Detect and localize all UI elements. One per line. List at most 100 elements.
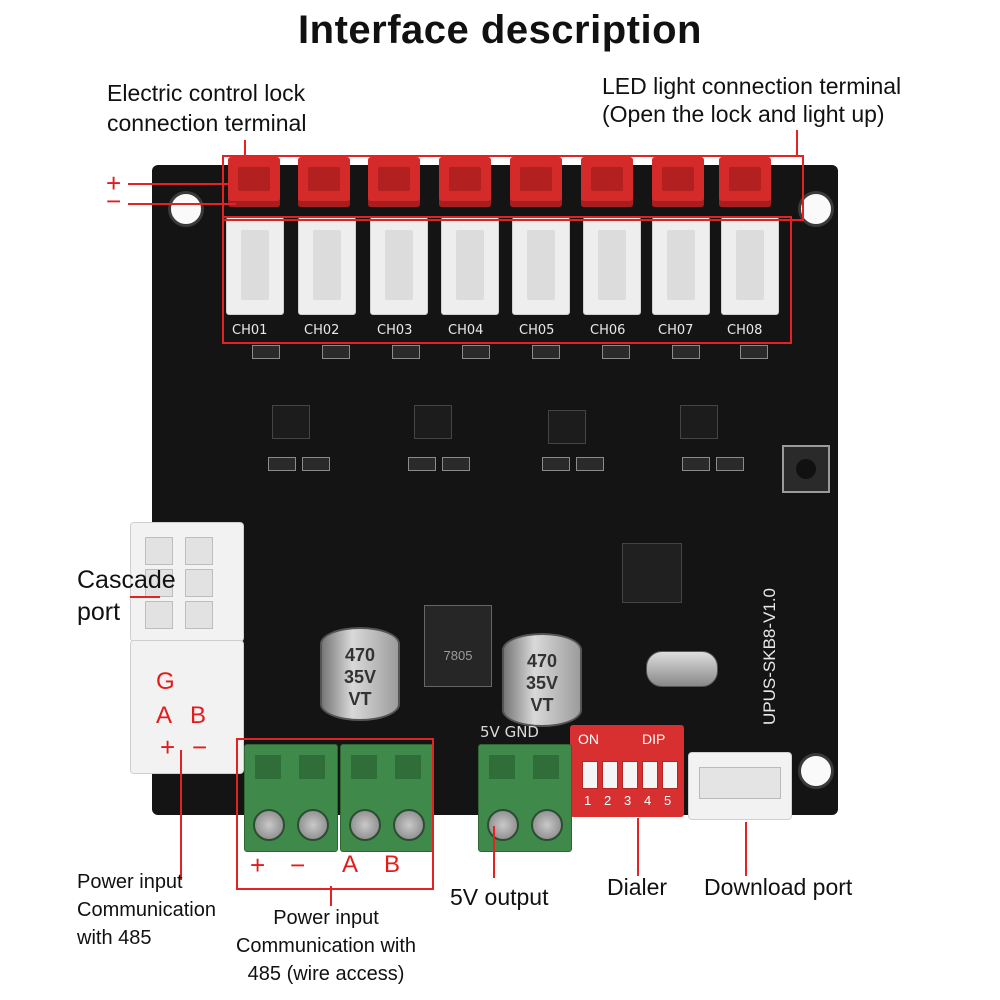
polarity-plus: +: [106, 168, 122, 198]
polarity-minus: −: [106, 186, 122, 216]
ic-q2: [414, 405, 452, 439]
smd-part: [322, 345, 350, 359]
terminal-power: [244, 744, 338, 852]
label-power-input-left-line3: with 485: [77, 927, 152, 949]
button-cap: [796, 459, 816, 479]
smd-part: [740, 345, 768, 359]
lock-connector-5: [512, 217, 570, 315]
dip-number-2: 2: [604, 793, 612, 808]
power-center-pointer: [330, 886, 332, 906]
label-power-input-left-line2: Communication: [77, 899, 216, 921]
download-pointer: [745, 822, 747, 876]
label-led-terminal-line1: LED light connection terminal: [602, 73, 902, 99]
label-dialer: Dialer: [607, 874, 668, 900]
label-power-input-center-line2: Communication with: [235, 935, 417, 957]
ic-q3: [548, 410, 586, 444]
dip-number-4: 4: [644, 793, 652, 808]
port-pin-plus: +: [160, 732, 176, 762]
dip-switch-5[interactable]: [662, 761, 678, 789]
smd-part: [672, 345, 700, 359]
channel-label-6: CH06: [590, 323, 626, 338]
dip-switch-4[interactable]: [642, 761, 658, 789]
terminal-485: [340, 744, 434, 852]
dip-switch-2[interactable]: [602, 761, 618, 789]
terminal-mark-a: A: [342, 851, 359, 878]
smd-part: [602, 345, 630, 359]
screw-icon: [393, 809, 425, 841]
channel-label-3: CH03: [377, 323, 413, 338]
page-title: Interface description: [298, 8, 702, 52]
label-cascade-line2: port: [77, 598, 121, 626]
cap2-voltage: 35V: [525, 673, 559, 693]
smd-part: [682, 457, 710, 471]
label-power-input-left: Power input Communication with 485: [77, 868, 216, 952]
download-port-pins: [699, 767, 781, 799]
polarity-plus-line: [128, 183, 236, 185]
power-port-block: [130, 640, 244, 774]
reset-button[interactable]: [782, 445, 830, 493]
lock-connector-7: [652, 217, 710, 315]
terminal-mark-minus: −: [290, 850, 306, 880]
lock-connector-4: [441, 217, 499, 315]
label-led-terminal: LED light connection terminal (Open the …: [602, 72, 901, 128]
dip-number-1: 1: [584, 793, 592, 808]
download-port-connector: [688, 752, 792, 820]
port-pin-b: B: [190, 702, 207, 729]
smd-part: [716, 457, 744, 471]
cap1-value: 470: [344, 645, 376, 665]
power-terminal-box: [236, 738, 434, 890]
label-power-input-center-line3: 485 (wire access): [247, 963, 405, 985]
lock-terminal-box: [222, 216, 792, 344]
dip-switch-1[interactable]: [582, 761, 598, 789]
port-pin: [145, 569, 173, 597]
terminal-slot: [395, 755, 421, 779]
smd-part: [252, 345, 280, 359]
smd-part: [408, 457, 436, 471]
screw-icon: [487, 809, 519, 841]
polarity-minus-line: [128, 203, 236, 205]
led-connector-2: [298, 157, 350, 207]
power-left-pointer: [180, 750, 182, 880]
label-power-input-center-line1: Power input: [273, 907, 379, 929]
crystal-oscillator: [646, 651, 718, 687]
port-pin: [145, 601, 173, 629]
dip-switch-3[interactable]: [622, 761, 638, 789]
led-connector-8: [719, 157, 771, 207]
smd-part: [532, 345, 560, 359]
smd-part: [302, 457, 330, 471]
channel-label-8: CH08: [727, 323, 763, 338]
led-terminal-box: [222, 155, 804, 221]
cascade-port-block: [130, 522, 244, 642]
cap2-value: 470: [526, 651, 558, 671]
dip-switch[interactable]: ON DIP 1 2 3 4 5: [570, 725, 684, 817]
terminal-mark-plus: +: [250, 850, 266, 880]
smd-part: [442, 457, 470, 471]
port-pin: [185, 569, 213, 597]
lock-pointer-line: [244, 140, 246, 158]
channel-label-5: CH05: [519, 323, 555, 338]
led-connector-1: [228, 157, 280, 207]
label-cascade: Cascade port: [77, 564, 176, 628]
label-electric-lock-line2: connection terminal: [107, 110, 307, 136]
lock-connector-1: [226, 217, 284, 315]
label-led-terminal-line2: (Open the lock and light up): [602, 101, 885, 127]
channel-label-2: CH02: [304, 323, 340, 338]
label-electric-lock: Electric control lock connection termina…: [107, 78, 306, 138]
dip-label: DIP: [642, 731, 666, 747]
channel-label-4: CH04: [448, 323, 484, 338]
cap1-type: VT: [348, 689, 372, 709]
regulator-text: 7805: [443, 648, 473, 663]
screw-icon: [531, 809, 563, 841]
terminal-slot: [489, 755, 515, 779]
capacitor-1: 470 35V VT: [320, 627, 400, 721]
mount-hole-top-left: [168, 191, 204, 227]
terminal-slot: [255, 755, 281, 779]
terminal-slot: [533, 755, 559, 779]
screw-icon: [349, 809, 381, 841]
label-power-input-left-line1: Power input: [77, 871, 183, 893]
port-pin-g: G: [156, 668, 175, 695]
cap1-voltage: 35V: [343, 667, 377, 687]
mcu-chip: [622, 543, 682, 603]
led-pointer-line: [796, 130, 798, 157]
ic-q4: [680, 405, 718, 439]
